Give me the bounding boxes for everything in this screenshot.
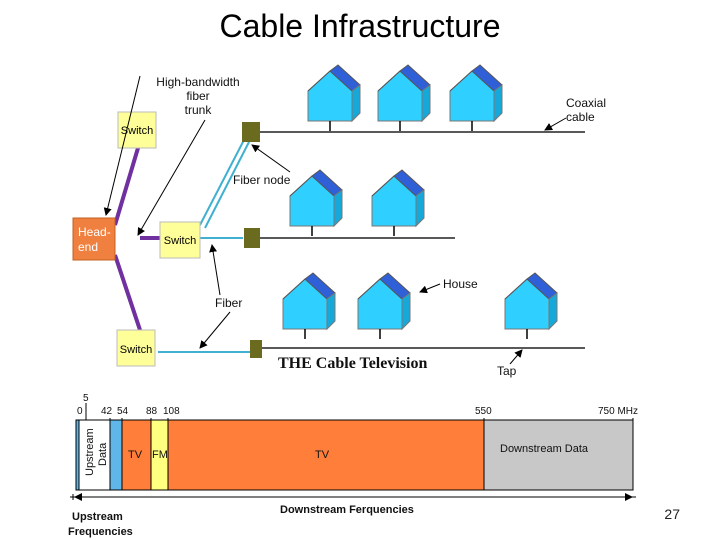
trunk-to-top-switch	[113, 147, 140, 226]
headend: Head- end	[72, 217, 116, 261]
svg-text:TV: TV	[315, 449, 330, 461]
tick-label: 88	[146, 406, 158, 417]
svg-text:TV: TV	[128, 449, 143, 461]
svg-text:Downstream Ferquencies: Downstream Ferquencies	[280, 504, 414, 516]
fiber-node-icon	[250, 340, 262, 358]
house-icon	[307, 64, 361, 132]
house-icon	[504, 272, 558, 340]
fiber-trunks	[113, 147, 160, 331]
house-icon	[377, 64, 431, 132]
svg-text:High-bandwidth: High-bandwidth	[156, 75, 239, 89]
house-icon	[449, 64, 503, 132]
frequency-spectrum: 5 0 42 54 88 108 550 750 MHz Upstream Da…	[68, 393, 638, 538]
svg-text:end: end	[78, 240, 98, 254]
network-caption: THE Cable Television	[278, 355, 427, 372]
tick-label: 5	[83, 393, 89, 404]
fiber-cables	[158, 137, 251, 353]
house-icon	[357, 272, 411, 340]
fiber-node-icon	[242, 122, 260, 142]
band-upstream	[78, 419, 111, 491]
switch-bottom: Switch	[116, 329, 156, 367]
house-icon	[282, 272, 336, 340]
coaxial-cables	[260, 131, 585, 349]
house-icon	[371, 169, 425, 237]
tick-label: 550	[475, 406, 492, 417]
page-number: 27	[664, 506, 680, 522]
callout-coaxial-line2: cable	[566, 110, 595, 124]
tick-label: 108	[163, 406, 180, 417]
callout-tap: Tap	[497, 364, 517, 378]
tick-label: 42	[101, 406, 113, 417]
svg-text:Data: Data	[97, 442, 109, 466]
svg-text:Switch: Switch	[164, 235, 196, 247]
svg-text:fiber: fiber	[186, 89, 209, 103]
tick-label: 0	[77, 406, 83, 417]
svg-text:Head-: Head-	[78, 225, 111, 239]
callout-coaxial-line1: Coaxial	[566, 96, 606, 110]
slide-title: Cable Infrastructure	[219, 8, 501, 44]
band-downstream	[483, 419, 634, 491]
fiber-node-icon	[244, 228, 260, 248]
svg-text:Switch: Switch	[121, 125, 153, 137]
callout-fiber: Fiber	[215, 296, 242, 310]
band-guard	[109, 419, 123, 491]
tick-label: 750 MHz	[598, 406, 638, 417]
svg-text:trunk: trunk	[185, 103, 213, 117]
band-tv-high	[167, 419, 485, 491]
tick-label: 54	[117, 406, 129, 417]
svg-text:FM: FM	[152, 449, 168, 461]
trunk-to-bottom-switch	[113, 254, 142, 331]
house-icon	[289, 169, 343, 237]
svg-text:Upstream: Upstream	[84, 428, 96, 476]
callout-trunk: High-bandwidth fiber trunk	[156, 75, 239, 117]
svg-text:Downstream Data: Downstream Data	[500, 443, 589, 455]
svg-text:Switch: Switch	[120, 344, 152, 356]
switch-middle: Switch	[159, 221, 201, 259]
callout-house: House	[443, 277, 478, 291]
svg-text:Frequencies: Frequencies	[68, 526, 133, 538]
callout-fiber-node: Fiber node	[233, 173, 291, 187]
svg-text:Upstream: Upstream	[72, 511, 123, 523]
